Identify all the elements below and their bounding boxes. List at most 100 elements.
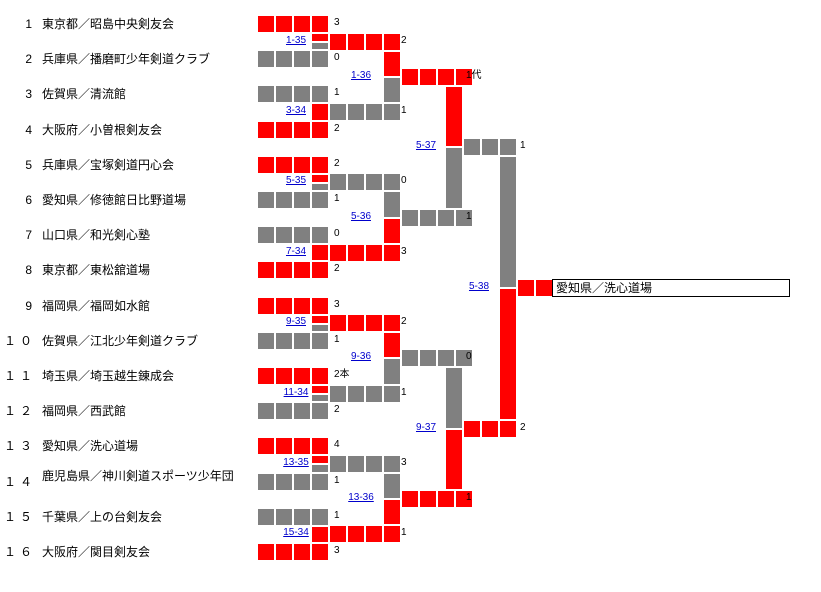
champion-box: 愛知県／洗心道場 [552,279,790,297]
score-label: 1 [334,193,340,204]
match-cell [383,499,401,526]
match-cell [329,525,347,544]
match-cell [437,67,455,86]
score-label: 3 [334,545,340,556]
match-cell [275,191,293,209]
match-cell [275,296,293,315]
match-link[interactable]: 9-37 [415,421,436,433]
team-number: １５ [3,509,36,524]
match-cell [437,490,455,509]
team-number: 1 [25,17,36,31]
match-cell [293,191,311,209]
match-cell [311,15,329,33]
team-number: 4 [25,122,36,137]
team-name: 大阪府／小曽根剣友会 [42,122,163,137]
match-cell [445,147,463,209]
match-cell [311,261,329,280]
match-link[interactable]: 11-34 [283,386,309,398]
match-cell [311,191,329,209]
match-cell [383,103,401,121]
match-link[interactable]: 5-35 [285,175,306,187]
champion-name: 愛知県／洗心道場 [556,281,653,295]
match-cell [455,349,473,368]
match-cell [311,42,329,51]
match-cell [275,261,293,280]
score-label: 2 [334,404,340,416]
match-link[interactable]: 13-36 [348,492,374,504]
match-cell [275,437,293,456]
match-cell [275,402,293,421]
match-cell [383,473,401,500]
match-link[interactable]: 1-36 [350,69,371,81]
match-cell [365,455,383,473]
match-cell [311,394,329,403]
score-label: 2 [334,263,340,275]
match-cell [401,349,419,368]
match-cell [383,191,401,218]
match-cell [311,507,329,526]
score-label: 0 [334,228,340,240]
score-label: 1 [334,87,340,99]
match-cell [257,50,275,69]
match-cell [437,208,455,227]
score-label: 1代 [466,69,482,81]
match-cell [481,138,499,157]
match-link[interactable]: 5-38 [468,281,489,292]
team-number: 9 [25,298,36,313]
match-cell [311,331,329,350]
match-cell [275,367,293,385]
team-number: １４ [3,474,36,489]
match-cell [311,385,329,394]
match-cell [463,138,481,157]
match-cell [311,543,329,561]
match-cell [347,314,365,333]
match-cell [365,525,383,544]
match-cell [437,349,455,368]
match-cell [257,472,275,491]
match-cell [329,384,347,403]
match-link[interactable]: 13-35 [283,457,309,468]
match-cell [383,76,401,103]
score-label: 3 [401,245,407,257]
match-cell [257,296,275,315]
score-label: 1 [401,386,407,398]
match-cell [257,120,275,139]
match-cell [275,507,293,526]
match-cell [383,243,401,262]
match-link[interactable]: 7-34 [285,245,306,257]
score-label: 0 [334,52,340,64]
team-number: 2 [25,52,36,67]
team-number: 8 [25,263,36,278]
match-link[interactable]: 5-36 [350,210,371,222]
match-cell [293,226,311,245]
match-link[interactable]: 1-35 [285,34,306,46]
match-cell [293,437,311,456]
match-cell [419,349,437,368]
team-name: 埼玉県／埼玉越生錬成会 [42,369,175,383]
team-number: 5 [25,157,36,172]
match-cell [365,173,383,192]
match-link[interactable]: 15-34 [283,527,309,539]
match-cell [401,208,419,227]
match-cell [293,261,311,280]
match-cell [481,419,499,438]
match-link[interactable]: 5-37 [415,140,436,152]
team-name: 鹿児島県／神川剣道スポーツ少年団 [42,468,234,483]
match-cell [311,314,329,324]
score-label: 1 [520,140,526,152]
match-cell [293,472,311,491]
match-cell [275,155,293,174]
match-cell [347,32,365,51]
match-cell [455,490,473,509]
score-label: 1 [334,333,340,345]
match-cell [329,455,347,473]
match-link[interactable]: 3-34 [285,105,306,116]
match-cell [499,138,517,157]
match-cell [365,32,383,51]
match-link[interactable]: 9-36 [350,351,371,363]
match-cell [347,525,365,544]
match-link[interactable]: 9-35 [285,316,306,328]
match-cell [311,226,329,245]
team-number: 6 [25,193,36,207]
match-cell [419,490,437,509]
